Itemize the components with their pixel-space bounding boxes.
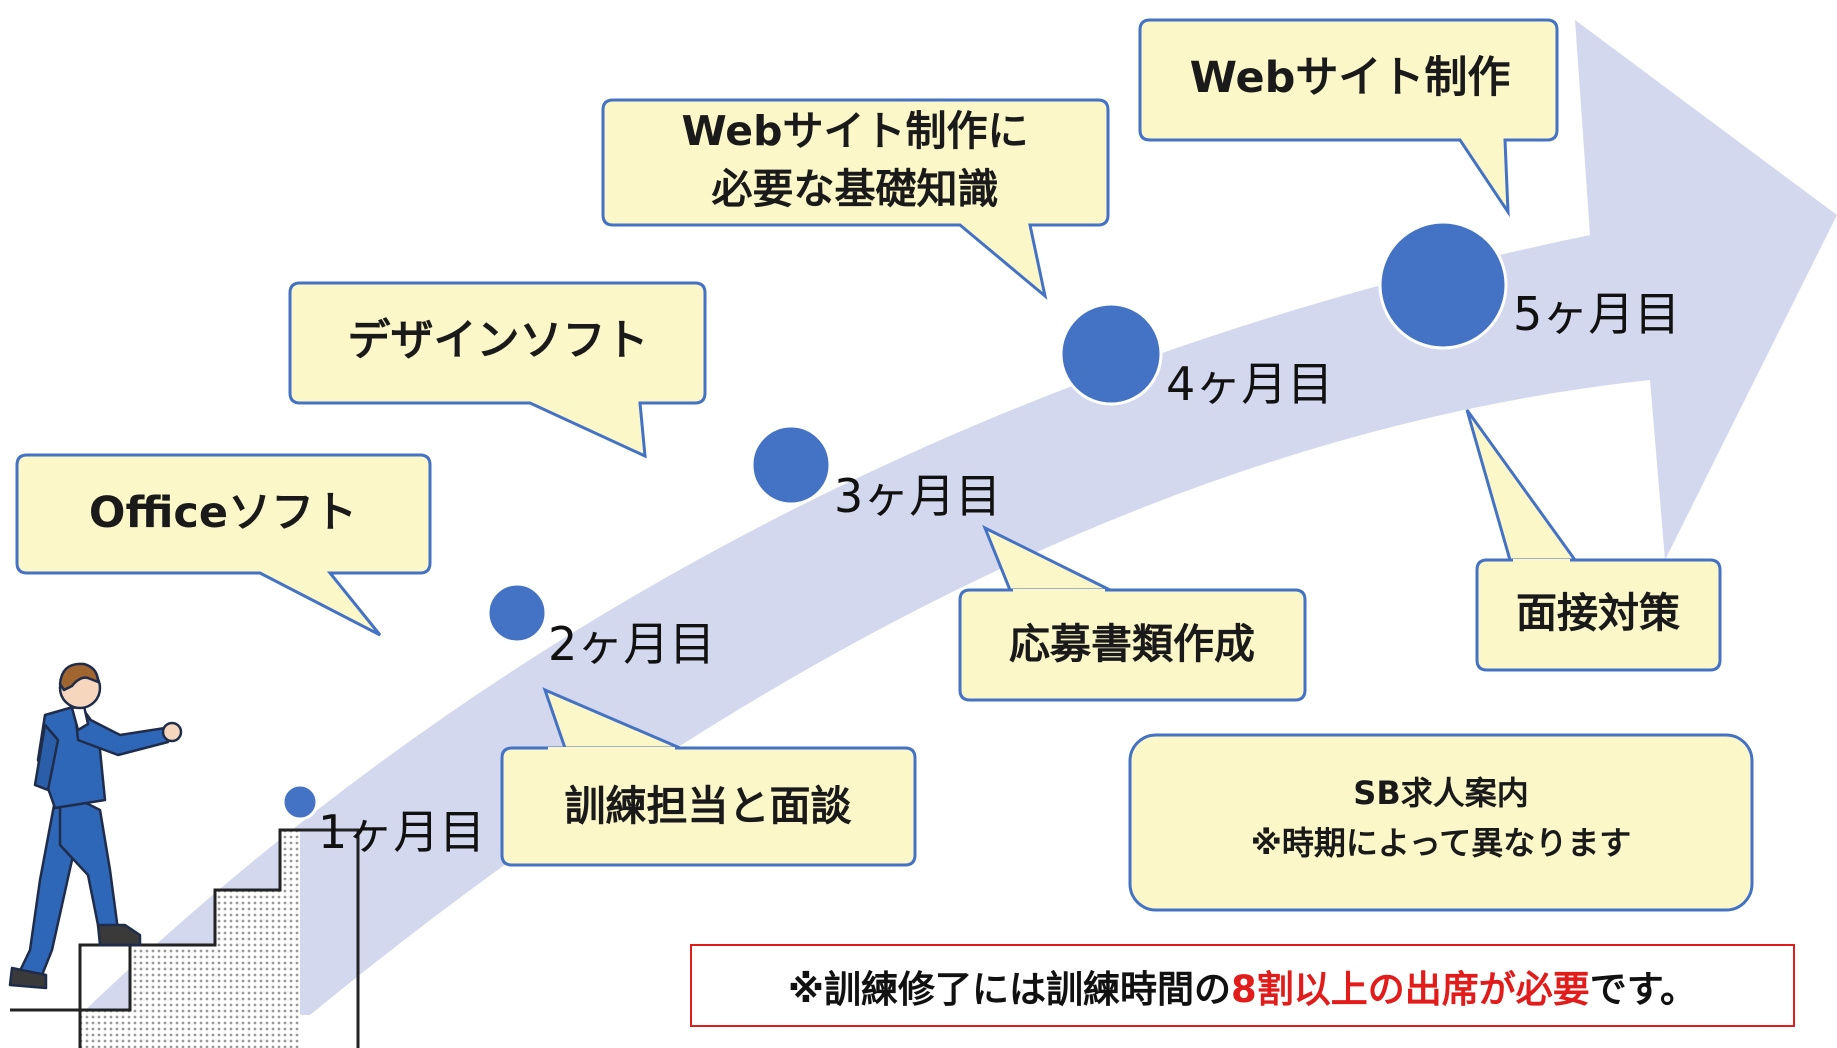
businessman-climbing-icon — [8, 662, 183, 990]
bubble-interview-counsel-label: 訓練担当と面談 — [565, 782, 852, 830]
notice-suffix: です。 — [1589, 967, 1698, 1011]
bubble-office — [15, 453, 432, 637]
month-5-dot — [1378, 220, 1508, 350]
bubble-interview-prep — [1465, 409, 1722, 672]
bubble-interview-counsel — [500, 687, 917, 867]
month-3-dot — [750, 424, 832, 506]
month-1-dot — [281, 783, 319, 821]
month-5-label: 5ヶ月目 — [1513, 287, 1680, 341]
notice-prefix: ※訓練修了には訓練時間の — [787, 967, 1231, 1011]
month-1-label: 1ヶ月目 — [318, 805, 485, 859]
notice-highlight: 8割以上の出席が必要 — [1230, 967, 1590, 1011]
bubble-job-info — [1128, 733, 1754, 912]
month-4-dot — [1059, 302, 1163, 406]
bubble-web-basics-line2: 必要な基礎知識 — [712, 165, 999, 213]
month-4-label: 4ヶ月目 — [1166, 357, 1333, 411]
bubble-design-label: デザインソフト — [348, 316, 649, 366]
bubble-job-info-line2: ※時期によって異なります — [1251, 824, 1632, 862]
bubble-web-basics-line1: Webサイト制作に — [682, 107, 1029, 155]
bubble-web-basics — [601, 98, 1110, 300]
bubble-web-production — [1138, 18, 1559, 218]
bubble-interview-prep-label: 面接対策 — [1516, 589, 1680, 637]
bubble-office-label: Officeソフト — [89, 488, 357, 538]
bubble-design — [288, 281, 707, 459]
bubble-web-production-label: Webサイト制作 — [1190, 53, 1511, 103]
month-2-label: 2ヶ月目 — [548, 617, 715, 671]
bubble-job-info-line1: SB求人案内 — [1353, 774, 1528, 812]
month-2-dot — [486, 582, 548, 644]
bubble-application-docs-label: 応募書類作成 — [1009, 620, 1255, 668]
month-3-label: 3ヶ月目 — [834, 469, 1001, 523]
bubble-application-docs — [958, 524, 1307, 702]
